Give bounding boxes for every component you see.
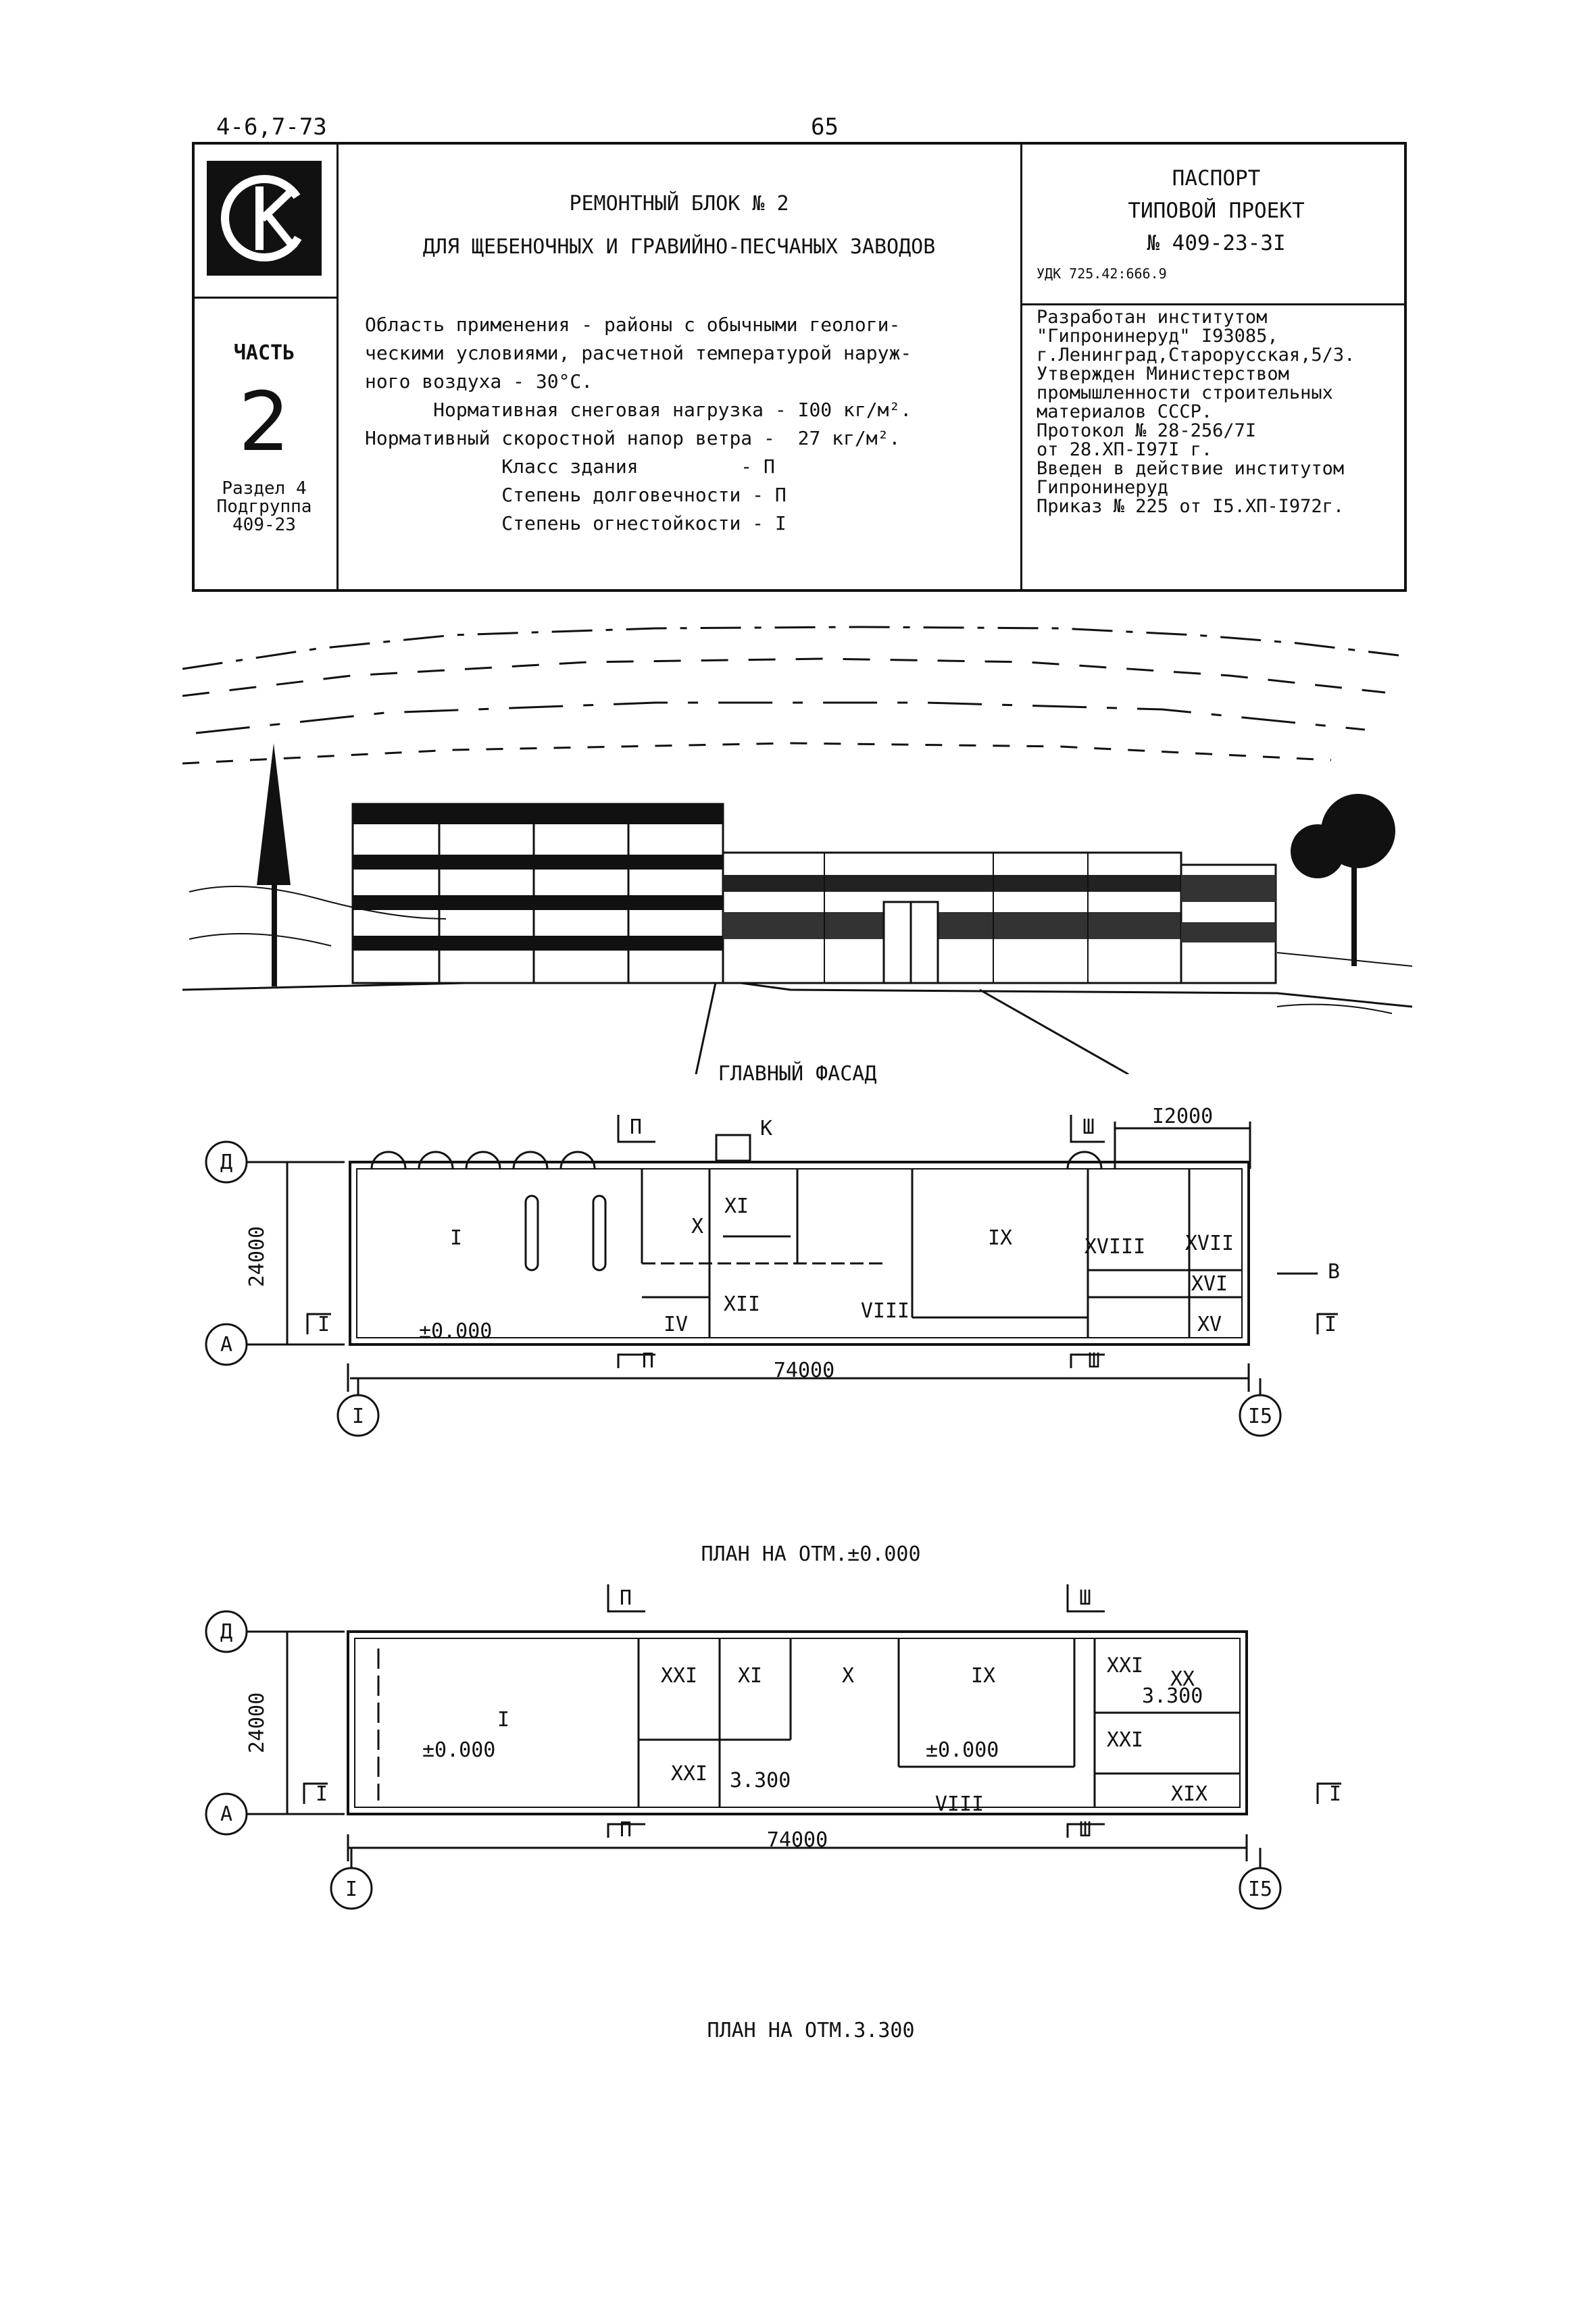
subgroup-label: Подгруппа: [216, 497, 312, 517]
typical-project-label: ТИПОВОЙ ПРОЕКТ: [1128, 199, 1305, 223]
text-line: Приказ № 225 от I5.XП-I972г.: [1037, 496, 1345, 517]
room-label: X: [842, 1664, 854, 1688]
section-mark: П: [620, 1586, 632, 1610]
axis-d: Д: [220, 1620, 232, 1644]
text-line: от 28.XП-I97I г.: [1037, 439, 1213, 460]
facade-caption: ГЛАВНЫЙ ФАСАД: [718, 1062, 877, 1086]
dim-top: I2000: [1152, 1105, 1213, 1128]
text-line: Разработан институтом: [1037, 307, 1268, 328]
dim-width: 74000: [774, 1359, 834, 1382]
room-label: XX: [1170, 1667, 1195, 1691]
text-line: Нормативный скоростной напор ветра - 27 …: [365, 427, 901, 449]
part-label: ЧАСТЬ: [233, 341, 295, 365]
text-line: промышленности строительных: [1037, 382, 1333, 403]
text-line: Утвержден Министерством: [1037, 363, 1289, 384]
text-line: Степень огнестойкости - I: [365, 512, 787, 534]
axis-a: А: [220, 1803, 232, 1826]
room-label: IV: [664, 1313, 688, 1336]
room-label: XVIII: [1084, 1235, 1145, 1259]
axis-d: Д: [220, 1151, 232, 1174]
elev-mark: 3.300: [730, 1769, 791, 1792]
section-mark: I: [318, 1313, 330, 1336]
section-mark: I: [316, 1782, 328, 1806]
section-mark: П: [630, 1115, 642, 1139]
dim-width: 74000: [767, 1828, 828, 1852]
entry-mark: В: [1328, 1260, 1340, 1284]
room-label: I: [450, 1226, 462, 1250]
room-label: XXI: [1107, 1654, 1143, 1678]
room-label: VIII: [861, 1299, 909, 1323]
dim-height: 24000: [245, 1226, 269, 1287]
room-label: X: [691, 1215, 703, 1238]
project-number: № 409-23-3I: [1147, 231, 1286, 255]
room-label: XVI: [1191, 1272, 1228, 1296]
room-label: XI: [724, 1194, 749, 1218]
part-section: Раздел 4 Подгруппа 409-23: [192, 480, 336, 534]
section-mark: Ш: [1088, 1349, 1100, 1373]
section-mark: Ш: [1079, 1586, 1091, 1610]
axis-15: I5: [1248, 1878, 1272, 1901]
elev-mark: ±0.000: [422, 1738, 495, 1762]
passport-frame: [192, 142, 1407, 592]
axis-15: I5: [1248, 1405, 1272, 1428]
entry-mark: К: [760, 1117, 772, 1140]
section-mark: П: [620, 1818, 632, 1842]
title-line-1: РЕМОНТНЫЙ БЛОК № 2: [569, 192, 789, 216]
text-line: Область применения - районы с обычными г…: [365, 313, 901, 336]
elev-mark: 3.300: [1142, 1684, 1203, 1708]
project-title: РЕМОНТНЫЙ БЛОК № 2 ДЛЯ ЩЕБЕНОЧНЫХ И ГРАВ…: [338, 182, 1020, 269]
elev-mark: ±0.000: [926, 1738, 999, 1762]
dim-height: 24000: [245, 1692, 269, 1753]
text-line: Введен в действие институтом: [1037, 458, 1345, 479]
section-label: Раздел 4: [222, 478, 307, 499]
text-line: Гипронинеруд: [1037, 477, 1169, 498]
page-number: 65: [811, 114, 839, 141]
subgroup-code: 409-23: [232, 515, 296, 535]
passport-label: ПАСПОРТ: [1172, 166, 1261, 191]
room-label: XV: [1197, 1313, 1222, 1336]
section-mark: П: [642, 1349, 654, 1373]
text-line: Степень долговечности - П: [365, 484, 787, 506]
text-line: Нормативная снеговая нагрузка - I00 кг/м…: [365, 399, 912, 421]
section-mark: Ш: [1079, 1818, 1091, 1842]
part-number: 2: [238, 376, 291, 470]
title-line-2: ДЛЯ ЩЕБЕНОЧНЫХ И ГРАВИЙНО-ПЕСЧАНЫХ ЗАВОД…: [422, 235, 936, 259]
text-line: "Гипронинеруд" I93085,: [1037, 326, 1278, 347]
section-mark: Ш: [1082, 1115, 1095, 1139]
text-line: Протокол № 28-256/7I: [1037, 420, 1257, 441]
main-facade-drawing: [182, 626, 1412, 1074]
section-mark: I: [1329, 1782, 1341, 1806]
text-line: г.Ленинград,Старорусская,5/3.: [1037, 345, 1355, 366]
axis-1: I: [345, 1878, 357, 1901]
room-label: IX: [988, 1226, 1012, 1250]
room-label: XIX: [1171, 1782, 1207, 1806]
room-label: XXI: [1107, 1728, 1143, 1752]
room-label: IX: [971, 1664, 995, 1688]
sk-logo: [207, 161, 322, 276]
section-mark: I: [1324, 1313, 1337, 1336]
room-label: XII: [724, 1292, 760, 1316]
text-line: материалов СССР.: [1037, 401, 1213, 422]
developer-text: Разработан институтом"Гипронинеруд" I930…: [1037, 308, 1355, 516]
elev-mark: ±0.000: [419, 1319, 492, 1343]
plan2-caption: ПЛАН НА ОТМ.3.300: [707, 2019, 915, 2042]
room-label: XXI: [671, 1762, 707, 1786]
text-line: ческими условиями, расчетной температуро…: [365, 342, 912, 364]
room-label: I: [497, 1708, 509, 1732]
text-line: ного воздуха - 30°С.: [365, 370, 593, 393]
passport-block: ПАСПОРТ ТИПОВОЙ ПРОЕКТ № 409-23-3I: [1027, 162, 1405, 259]
plan1-caption: ПЛАН НА ОТМ.±0.000: [701, 1542, 921, 1566]
axis-1: I: [352, 1405, 364, 1428]
udk-code: УДК 725.42:666.9: [1037, 266, 1167, 282]
room-label: XXI: [661, 1664, 697, 1688]
axis-a: А: [220, 1333, 232, 1357]
plan-level-0-drawing: Д А I I5 74000 I2000 24000 I X IX XI VII…: [205, 1105, 1340, 1437]
plan-level-3300-drawing: Д А I I5 74000 24000 I XXI XI X IX XXI X…: [205, 1584, 1341, 1910]
room-label: XVII: [1185, 1232, 1234, 1255]
room-label: VIII: [935, 1792, 984, 1816]
text-line: Класс здания - П: [365, 455, 775, 478]
document-code: 4-6,7-73: [216, 114, 327, 141]
application-text: Область применения - районы с обычными г…: [365, 311, 912, 538]
room-label: XI: [738, 1664, 762, 1688]
